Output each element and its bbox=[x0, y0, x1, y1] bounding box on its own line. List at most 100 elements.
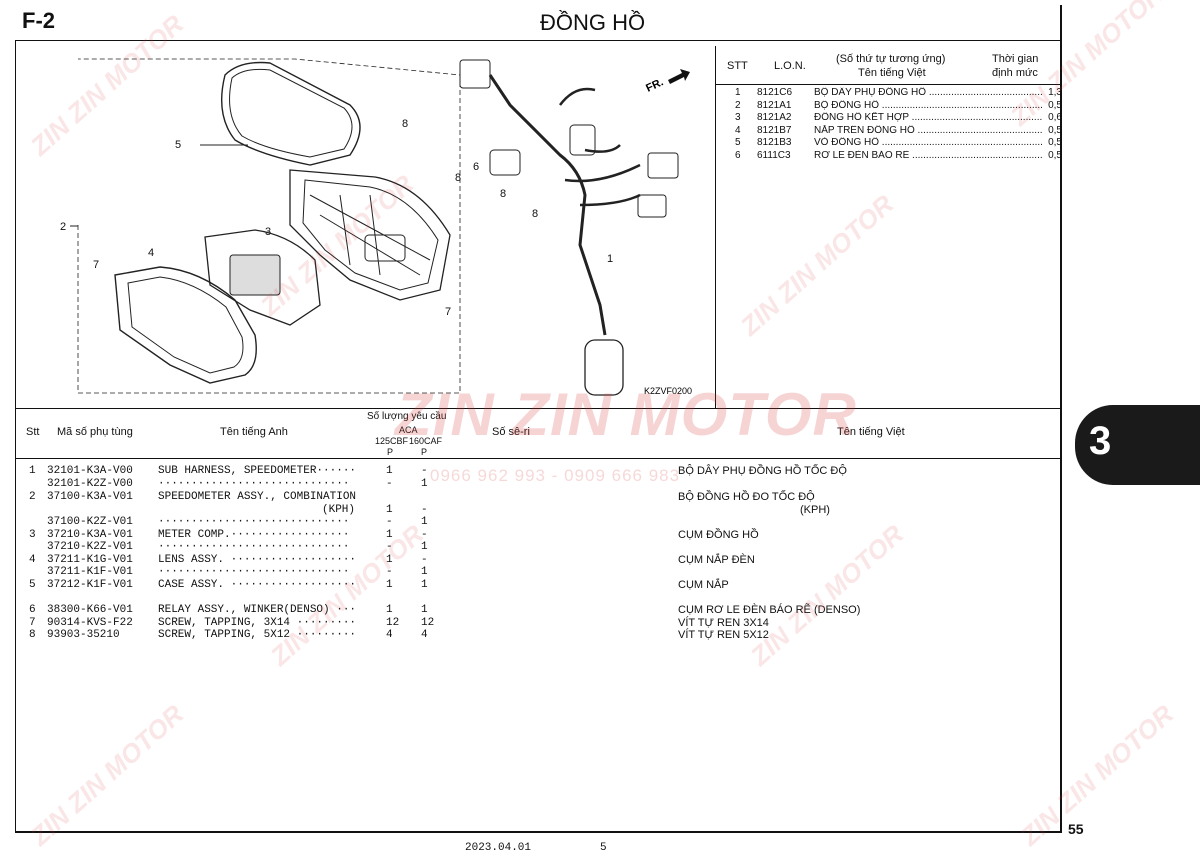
ref-lon-text: 8121B3 bbox=[757, 137, 792, 148]
row-stt: 6 bbox=[29, 604, 36, 616]
ref-stt: 1 bbox=[735, 87, 757, 100]
col-model-b: 160CAF bbox=[409, 436, 443, 446]
ref-lon-text: 8121A2 bbox=[757, 112, 792, 123]
row-stt: 5 bbox=[29, 579, 36, 591]
row-part-no: 37100-K3A-V01 bbox=[47, 491, 133, 503]
ref-name: RƠ LE ĐÈN BÁO RẼ .......................… bbox=[814, 150, 1042, 163]
row-vietnamese: CỤM ĐỒNG HỒ bbox=[678, 529, 759, 541]
ref-time: 0,5 bbox=[1042, 137, 1062, 150]
row-part-no: 37211-K1G-V01 bbox=[47, 554, 133, 566]
ref-header-desc-2: Tên tiếng Việt bbox=[858, 67, 926, 79]
row-part-no: 37100-K2Z-V01 bbox=[47, 516, 133, 528]
section-tab: 3 bbox=[1075, 405, 1200, 485]
row-qty-a: 1 bbox=[386, 604, 393, 616]
ref-name: ĐỒNG HỒ KẾT HỢP ........................… bbox=[814, 112, 1042, 125]
page-number: 55 bbox=[1068, 821, 1084, 837]
section-tab-label: 3 bbox=[1089, 419, 1112, 463]
col-qty: Số lượng yêu cầu bbox=[367, 411, 447, 422]
case-frame bbox=[114, 266, 257, 384]
row-english: SCREW, TAPPING, 3X14 ········· bbox=[158, 617, 357, 629]
row-qty-b: 1 bbox=[421, 604, 428, 616]
row-stt: 3 bbox=[29, 529, 36, 541]
ref-name: BỘ DÂY PHỤ ĐỒNG HỒ .....................… bbox=[814, 87, 1042, 100]
ref-time-text: 0,5 bbox=[1048, 137, 1062, 148]
ref-header-time-1: Thời gian bbox=[992, 53, 1039, 65]
ref-lon: 8121C6 bbox=[757, 87, 814, 100]
row-english: SCREW, TAPPING, 5X12 ········· bbox=[158, 629, 357, 641]
ref-lon-text: 8121B7 bbox=[757, 124, 792, 136]
ref-time: 0,5 bbox=[1042, 100, 1062, 113]
row-vietnamese: CỤM NẮP ĐÈN bbox=[678, 554, 755, 566]
ref-name-text: BỘ DÂY PHỤ ĐỒNG HỒ bbox=[814, 87, 927, 98]
row-english: LENS ASSY. ··················· bbox=[158, 554, 357, 566]
row-part-no: 37210-K3A-V01 bbox=[47, 529, 133, 541]
ref-header-desc-1: (Số thứ tự tương ứng) bbox=[836, 53, 946, 65]
row-english: CASE ASSY. ··················· bbox=[158, 579, 357, 591]
row-qty-a: 1 bbox=[386, 504, 393, 516]
watermark-phone: 0966 962 993 - 0909 666 983 bbox=[430, 466, 681, 485]
meter-case bbox=[289, 169, 451, 301]
row-english: RELAY ASSY., WINKER(DENSO) ··· bbox=[158, 604, 357, 616]
leader-dots: ........................................… bbox=[881, 137, 1042, 148]
leader-dots: ........................................… bbox=[928, 87, 1042, 98]
left-border bbox=[15, 40, 16, 831]
callout-4: 4 bbox=[148, 247, 154, 259]
row-qty-a: 1 bbox=[386, 554, 393, 566]
ref-time-text: 1,3 bbox=[1048, 87, 1062, 98]
ref-name-text: RƠ LE ĐÈN BÁO RẼ bbox=[814, 149, 910, 161]
row-part-no: 93903-35210 bbox=[47, 629, 120, 641]
row-part-no: 37211-K1F-V01 bbox=[47, 566, 133, 578]
ref-stt-text: 4 bbox=[735, 124, 741, 136]
row-vietnamese: BỘ DÂY PHỤ ĐỒNG HỒ TỐC ĐỘ bbox=[678, 465, 847, 477]
row-qty-b: 1 bbox=[421, 566, 428, 578]
row-english: METER COMP.·················· bbox=[158, 529, 350, 541]
col-stt: Stt bbox=[26, 426, 40, 438]
row-qty-a: - bbox=[386, 566, 393, 578]
row-qty-a: 1 bbox=[386, 529, 393, 541]
ref-header-time-2: định mức bbox=[992, 67, 1038, 79]
ref-name: VỎ ĐỒNG HỒ .............................… bbox=[814, 137, 1042, 150]
ref-header-lon: L.O.N. bbox=[774, 60, 806, 72]
diagram-divider bbox=[715, 46, 716, 409]
row-qty-b: 1 bbox=[421, 478, 428, 490]
watermark-brand: ZIN ZIN MOTOR bbox=[395, 381, 857, 448]
row-qty-b: 4 bbox=[421, 629, 428, 641]
row-vietnamese: BỘ ĐỒNG HỒ ĐO TỐC ĐỘ bbox=[678, 491, 815, 503]
wiring-harness bbox=[488, 74, 607, 336]
callout-7b: 7 bbox=[445, 306, 451, 318]
callout-5: 5 bbox=[175, 139, 181, 151]
ref-lon: 8121B7 bbox=[757, 125, 814, 138]
ref-stt-text: 2 bbox=[735, 99, 741, 111]
leader-dots: ........................................… bbox=[911, 112, 1042, 123]
ref-time: 0,6 bbox=[1042, 112, 1062, 125]
ref-name-text: VỎ ĐỒNG HỒ bbox=[814, 137, 880, 148]
row-vietnamese: CỤM NẮP bbox=[678, 579, 729, 591]
row-qty-b: - bbox=[421, 504, 428, 516]
col-model-top: ACA bbox=[399, 425, 418, 435]
ref-lon: 6111C3 bbox=[757, 150, 814, 163]
lens-cover-outline bbox=[220, 61, 361, 166]
leader-dots: ........................................… bbox=[881, 99, 1042, 111]
row-stt: 2 bbox=[29, 491, 36, 503]
row-vietnamese: (KPH) bbox=[800, 504, 830, 516]
row-part-no: 37210-K2Z-V01 bbox=[47, 541, 133, 553]
page-frame bbox=[15, 5, 1062, 833]
col-vietnamese: Tên tiếng Việt bbox=[837, 426, 905, 438]
ref-lon-text: 6111C3 bbox=[757, 149, 791, 161]
ref-lon-text: 8121A1 bbox=[757, 99, 792, 111]
ref-header-stt: STT bbox=[727, 60, 748, 72]
row-qty-b: 1 bbox=[421, 516, 428, 528]
row-stt: 1 bbox=[29, 465, 36, 477]
row-part-no: 90314-KVS-F22 bbox=[47, 617, 133, 629]
col-part-no: Mã số phụ tùng bbox=[57, 426, 133, 438]
row-qty-b: - bbox=[421, 465, 428, 477]
col-serial: Số sê-ri bbox=[492, 426, 530, 438]
row-qty-a: 12 bbox=[386, 617, 400, 629]
callout-2: 2 bbox=[60, 221, 66, 233]
boot-cover bbox=[584, 339, 624, 396]
callout-8a: 8 bbox=[402, 118, 408, 130]
